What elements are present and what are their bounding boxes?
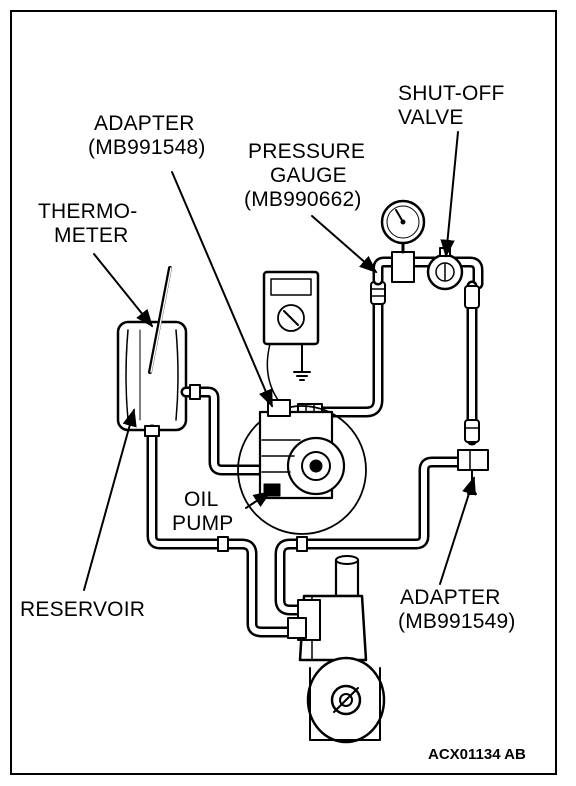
valve-outlet-hose xyxy=(464,280,480,446)
gauge-manifold xyxy=(372,240,484,290)
shutoff-valve-label-line2: VALVE xyxy=(398,106,464,129)
gearbox-feed-hose xyxy=(274,456,466,616)
steering-gearbox xyxy=(287,555,386,744)
pressure-hose xyxy=(297,281,386,421)
pressure-gauge-label-line1: PRESSURE xyxy=(248,140,366,163)
pressure-gauge-part-number: (MB990662) xyxy=(244,188,362,211)
shutoff-valve xyxy=(426,247,464,291)
reservoir-return-hose xyxy=(144,424,306,638)
reservoir-label: RESERVOIR xyxy=(20,598,146,621)
adapter-top-label: ADAPTER xyxy=(94,112,195,135)
pump-supply-hose xyxy=(180,384,264,476)
adapter-top-part-number: (MB991548) xyxy=(88,136,206,159)
diagram-frame xyxy=(10,10,557,775)
adapter-bottom-label: ADAPTER xyxy=(400,586,501,609)
thermometer-label-line1: THERMO- xyxy=(38,200,138,223)
pressure-gauge-label-line2: GAUGE xyxy=(270,164,347,187)
oil-pump-label-line1: OIL xyxy=(184,488,219,511)
adapter-bottom-part-number: (MB991549) xyxy=(398,610,516,633)
pressure-gauge xyxy=(380,199,426,245)
thermometer xyxy=(148,266,172,374)
oil-pump xyxy=(237,399,367,535)
tester-unit xyxy=(262,270,320,401)
leader-lines xyxy=(83,131,476,591)
thermometer-label-line2: METER xyxy=(54,224,129,247)
oil-pump-label-line2: PUMP xyxy=(172,512,234,535)
adapter-mb991549 xyxy=(457,449,489,495)
shutoff-valve-label-line1: SHUT-OFF xyxy=(398,82,505,105)
reservoir-tank xyxy=(116,320,188,432)
figure-code: ACX01134 AB xyxy=(428,746,526,763)
